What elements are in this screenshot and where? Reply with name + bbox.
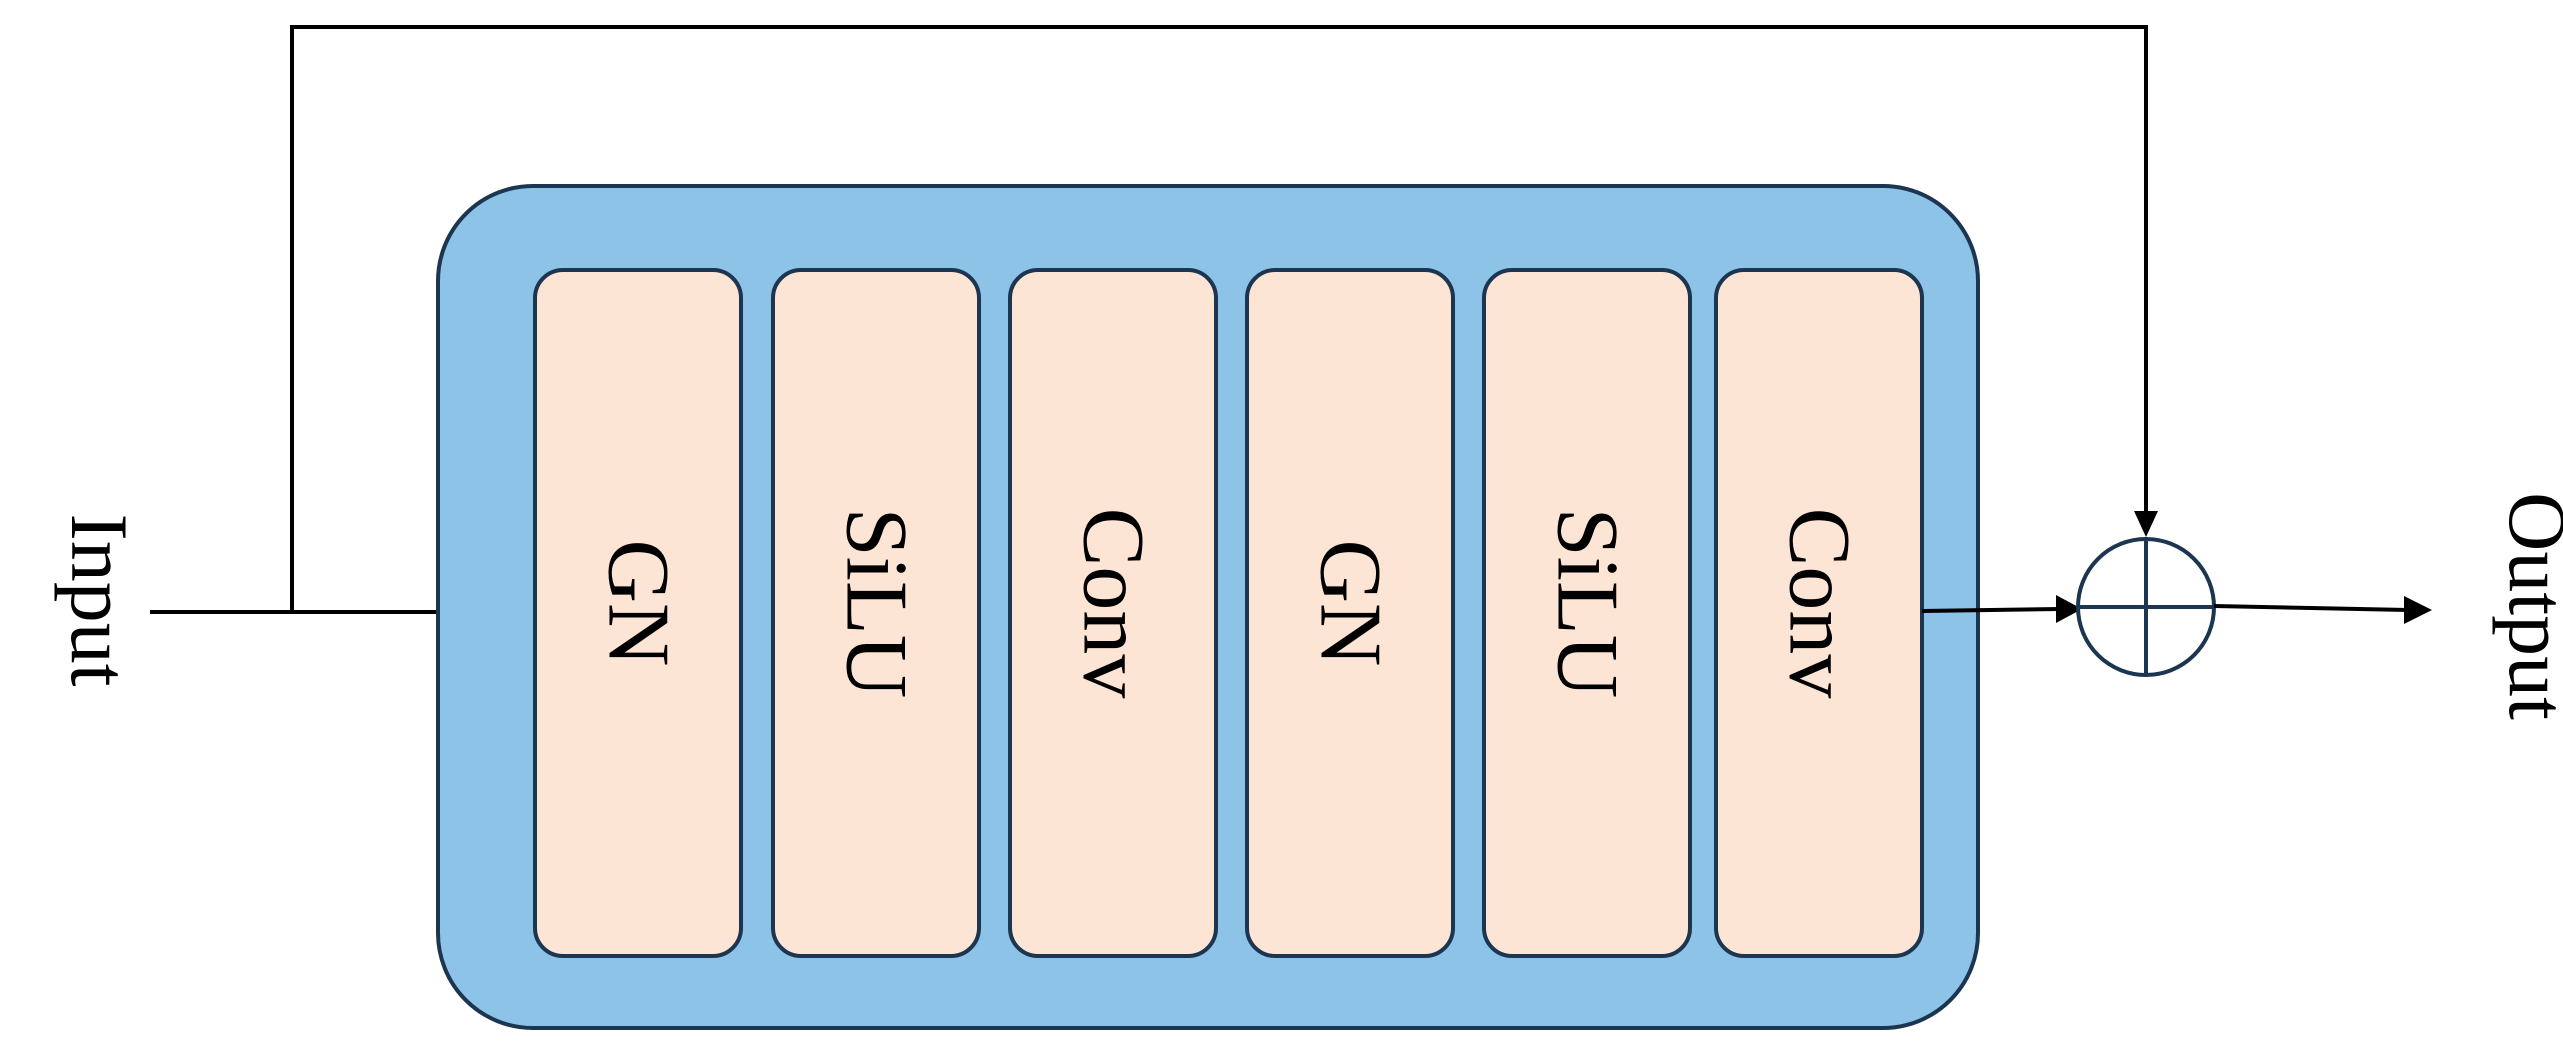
layer-label: GN [590, 539, 687, 666]
layer-box-rect [533, 268, 743, 958]
output-label: Output [2492, 492, 2563, 720]
layer-label: SiLU [828, 508, 925, 699]
block-output-arrow [1921, 607, 2061, 613]
layer-label: Conv [1065, 508, 1162, 699]
layer-box-rect [771, 268, 981, 958]
layer-label: Conv [1771, 508, 1868, 699]
layer-label: SiLU [1539, 508, 1636, 699]
layer-stack: GN SiLU Conv GN SiLU Conv [533, 268, 1924, 958]
input-label: Input [54, 513, 145, 686]
layer-box-rect [1245, 268, 1455, 958]
layer-box-rect [1008, 268, 1218, 958]
layer-box-rect [1482, 268, 1692, 958]
output-arrow [2213, 604, 2409, 612]
skip-connection-line [290, 25, 2148, 612]
layer-label: GN [1302, 539, 1399, 666]
layer-box-3: Conv [1008, 268, 1218, 958]
layer-box-4: GN [1245, 268, 1455, 958]
layer-box-2: SiLU [771, 268, 981, 958]
skip-connection-arrowhead [2134, 511, 2158, 537]
block-output-arrowhead [2056, 595, 2082, 623]
layer-box-6: Conv [1714, 268, 1924, 958]
output-arrowhead [2404, 596, 2432, 624]
layer-box-rect [1714, 268, 1924, 958]
layer-box-1: GN [533, 268, 743, 958]
circled-plus-icon [2076, 537, 2216, 677]
layer-box-5: SiLU [1482, 268, 1692, 958]
